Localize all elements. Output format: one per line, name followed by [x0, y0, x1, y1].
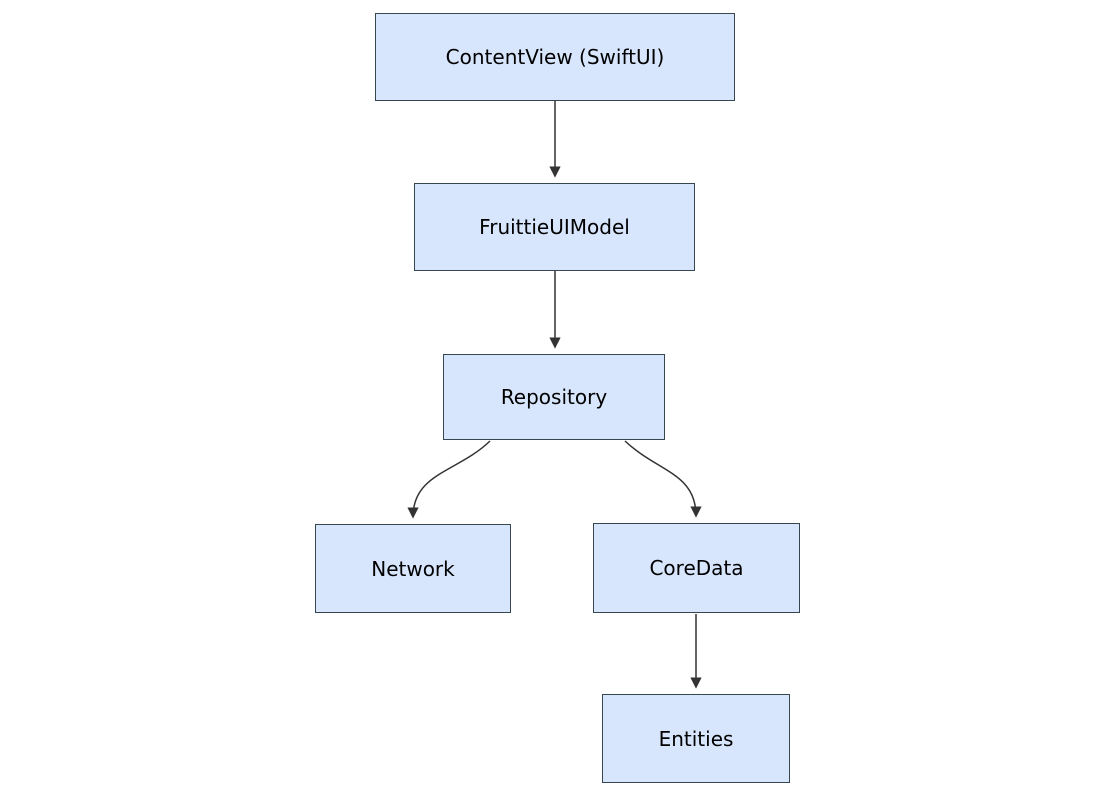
node-contentview: ContentView (SwiftUI) — [375, 13, 735, 101]
node-repository-label: Repository — [500, 385, 608, 409]
node-fruittieuimodel-label: FruittieUIModel — [479, 215, 630, 239]
node-network-label: Network — [371, 556, 455, 581]
node-fruittieuimodel: FruittieUIModel — [414, 183, 695, 271]
edge-repository-to-coredata — [624, 440, 702, 518]
node-coredata-label: CoreData — [649, 556, 744, 580]
node-entities: Entities — [602, 694, 790, 783]
edge-repository-to-network — [407, 440, 491, 519]
node-network: Network — [315, 524, 511, 613]
node-repository: Repository — [443, 354, 665, 440]
node-contentview-label: ContentView (SwiftUI) — [445, 45, 665, 69]
node-coredata: CoreData — [593, 523, 800, 613]
node-entities-label: Entities — [658, 726, 734, 751]
